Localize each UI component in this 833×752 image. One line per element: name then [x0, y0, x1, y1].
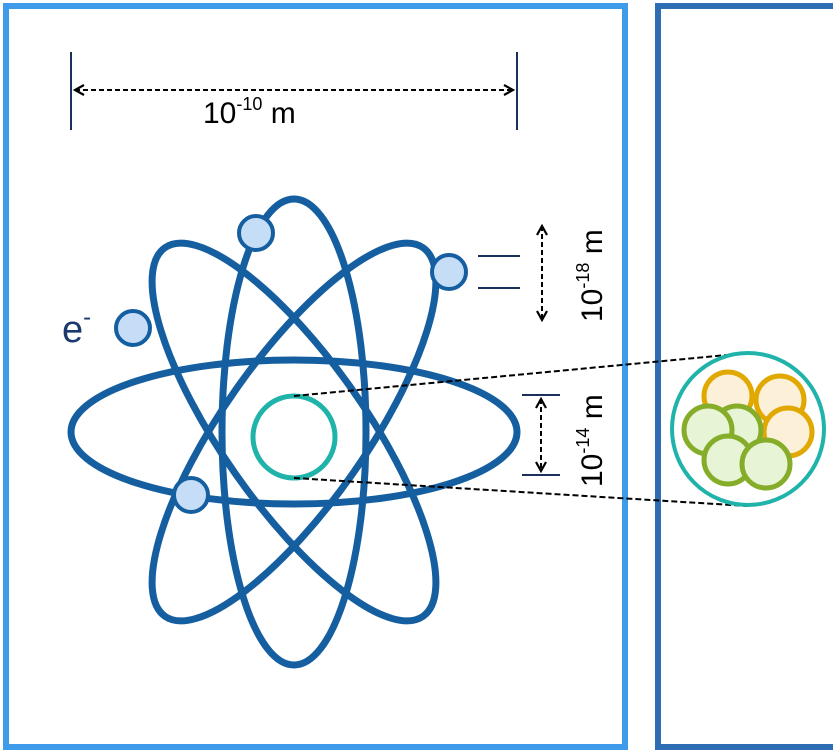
nucleus-size-unit: m	[576, 394, 609, 427]
nucleus	[250, 393, 338, 481]
atom-size-dimension: 10-10 m	[70, 52, 518, 130]
electron-label-base: e	[62, 309, 83, 351]
atom-size-base: 10	[203, 97, 236, 130]
electrons	[114, 214, 468, 514]
electron	[114, 309, 152, 347]
atom-size-label: 10-10 m	[203, 94, 296, 130]
right-panel	[655, 3, 833, 750]
nucleus-size-base: 10	[576, 454, 609, 487]
electron-size-base: 10	[576, 289, 609, 322]
left-panel	[3, 3, 628, 750]
electron-size-dimension: 10-18 m	[478, 226, 609, 322]
electron	[237, 214, 275, 252]
orbit-horizontal	[67, 356, 521, 508]
atom-size-unit: m	[262, 97, 295, 130]
orbit-diagonal-b	[148, 239, 440, 625]
electron-size-label: 10-18 m	[573, 229, 609, 322]
electron	[430, 253, 468, 291]
electron-label-charge: -	[83, 304, 91, 331]
electron-size-exponent: -18	[573, 263, 593, 289]
electron	[172, 476, 210, 514]
electron-size-unit: m	[576, 229, 609, 262]
nucleus-size-dimension: 10-14 m	[522, 394, 609, 487]
orbit-vertical	[218, 195, 370, 669]
orbits	[67, 195, 521, 669]
zoom-line-top	[293, 352, 749, 397]
electron-label: e-	[62, 304, 91, 351]
nucleus-size-label: 10-14 m	[573, 394, 609, 487]
neutron	[739, 437, 793, 491]
atom-size-exponent: -10	[236, 94, 262, 114]
zoom-line-bottom	[293, 477, 749, 507]
zoomed-nucleus	[670, 351, 826, 507]
nucleus-size-exponent: -14	[573, 428, 593, 454]
